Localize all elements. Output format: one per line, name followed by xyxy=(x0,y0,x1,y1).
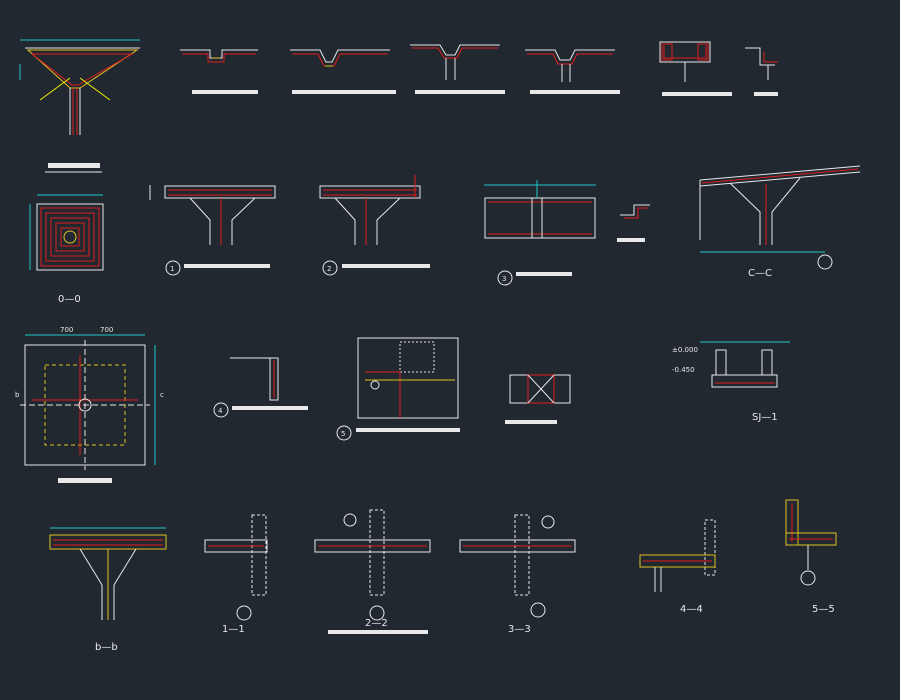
eave-detail-d xyxy=(525,49,620,94)
detail-1-number: 1 xyxy=(170,265,174,273)
detail-4-title xyxy=(232,406,308,410)
wall-section-5-5 xyxy=(785,499,837,586)
parapet-detail xyxy=(745,47,778,96)
wall-corner-detail-4 xyxy=(230,357,279,401)
elevation-zero: ±0.000 xyxy=(672,346,698,354)
dim-700-right: 700 xyxy=(100,326,113,334)
pile-cap-plan xyxy=(20,334,156,470)
wall-section-4-4 xyxy=(639,519,716,592)
detail-1-marker xyxy=(165,260,181,276)
section-c-c-label: C—C xyxy=(748,268,772,279)
dim-b-right: c xyxy=(160,391,164,399)
detail-3-number: 3 xyxy=(502,275,506,283)
wall-section-3-3 xyxy=(459,514,576,618)
pile-cap-plan-title xyxy=(58,478,112,483)
section-3-3-label: 3—3 xyxy=(508,624,531,635)
foundation-detail-5 xyxy=(357,337,459,419)
column-cap-title xyxy=(45,163,102,173)
slab-beam-detail-2 xyxy=(319,175,421,245)
construction-joint-detail-3 xyxy=(484,180,596,239)
post-cast-strip-detail xyxy=(505,374,571,424)
detail-3-marker xyxy=(497,270,513,286)
detail-5-number: 5 xyxy=(341,430,345,438)
section-2-2-label: 2—2 xyxy=(365,618,388,629)
dim-b-left: b xyxy=(15,391,20,399)
detail-4-marker xyxy=(213,402,229,418)
detail-5-title xyxy=(356,428,460,432)
detail-2-marker xyxy=(322,260,338,276)
eave-detail-b xyxy=(290,49,396,94)
dim-700-left: 700 xyxy=(60,326,73,334)
detail-2-title xyxy=(342,264,430,268)
wall-section-1-1 xyxy=(204,514,268,621)
detail-2-number: 2 xyxy=(327,265,331,273)
foundation-beam-sj1 xyxy=(700,341,790,388)
section-4-4-label: 4—4 xyxy=(680,604,703,615)
detail-4-number: 4 xyxy=(218,407,223,415)
section-sj1-label: SJ—1 xyxy=(752,412,778,423)
slab-beam-detail-1 xyxy=(149,185,276,245)
gutter-detail xyxy=(659,41,732,96)
section-b-b-label: b—b xyxy=(95,642,118,653)
roof-section-c-c xyxy=(699,165,861,270)
section-1-1-label: 1—1 xyxy=(222,624,245,635)
section-5-5-label: 5—5 xyxy=(812,604,835,615)
eave-detail-a xyxy=(180,49,258,94)
elevation-minus: -0.450 xyxy=(672,366,695,374)
step-detail xyxy=(617,204,650,242)
column-cap-elevation xyxy=(19,39,140,135)
column-cap-plan xyxy=(29,194,104,271)
wall-section-2-2 xyxy=(314,509,431,621)
section-0-0-label: 0—0 xyxy=(58,294,81,305)
detail-5-marker xyxy=(336,425,352,441)
eave-detail-c xyxy=(410,44,505,94)
detail-3-title xyxy=(516,272,572,276)
pile-cap-section-b-b xyxy=(49,527,167,620)
detail-1-title xyxy=(184,264,270,268)
section-2-2-note xyxy=(328,630,428,634)
